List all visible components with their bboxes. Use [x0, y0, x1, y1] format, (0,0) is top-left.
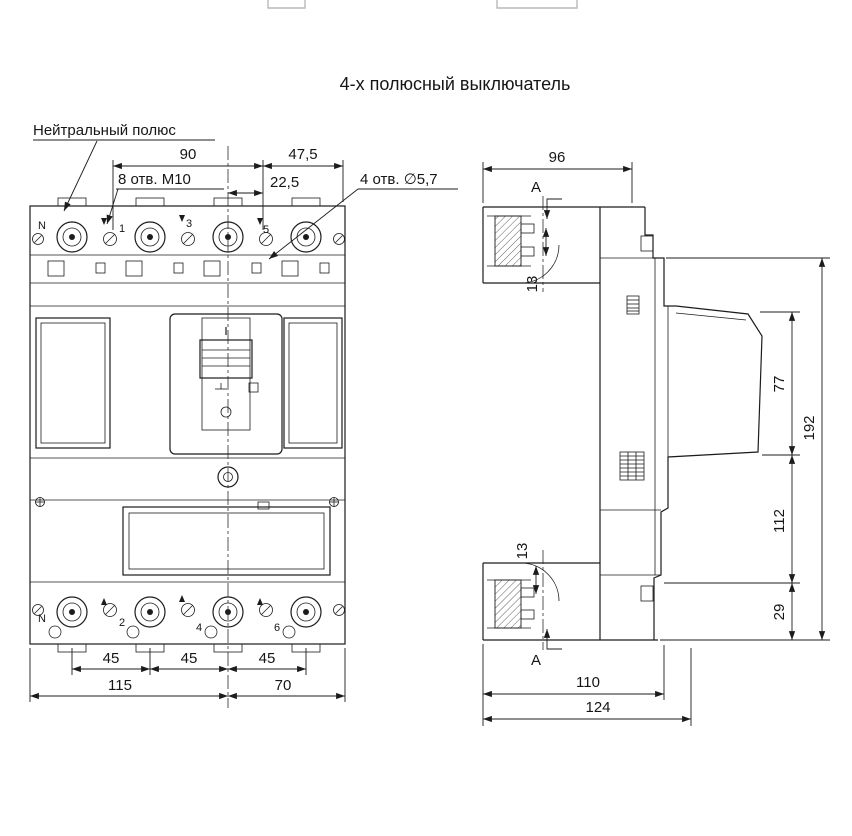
dim-115-label: 115	[108, 677, 132, 694]
terminals-bottom	[32, 595, 345, 639]
holes-m10-label: 8 отв. М10	[118, 171, 191, 188]
front-dimensions: 90 47,5 22,5 8 отв. М10 4 отв. ∅5,7 45 4…	[29, 146, 458, 702]
neutral-pole-label: Нейтральный полюс	[33, 122, 176, 139]
pole-label-2: 2	[119, 617, 125, 629]
dim-13-bottom-label: 13	[514, 543, 531, 560]
section-a-bottom-label: А	[531, 652, 541, 669]
side-dimensions: 96 А А 13 13 77 112 29 192 110 124	[482, 149, 830, 726]
front-right-window	[283, 317, 343, 449]
section-a-top-label: А	[531, 179, 541, 196]
dim-70-label: 70	[275, 677, 292, 694]
scan-border-fragments	[267, 0, 578, 9]
pole-label-3: 3	[186, 218, 192, 230]
holes-d57-label: 4 отв. ∅5,7	[360, 171, 438, 188]
drawing-title: 4-х полюсный выключатель	[340, 74, 571, 94]
dim-22-5-label: 22,5	[270, 174, 299, 191]
dim-29-label: 29	[771, 604, 788, 621]
dim-47-5-label: 47,5	[288, 146, 317, 163]
dim-112-label: 112	[771, 509, 788, 533]
terminals-top	[32, 215, 345, 253]
front-view: N 1 3 5 N 2 4 6	[29, 146, 346, 708]
dim-45-3-label: 45	[259, 650, 276, 667]
dim-45-2-label: 45	[181, 650, 198, 667]
pole-label-n-bottom: N	[38, 613, 46, 625]
dim-110-label: 110	[576, 674, 600, 691]
dim-192-label: 192	[801, 415, 818, 440]
terminal-lug-top	[487, 196, 560, 292]
terminal-lug-bottom	[487, 550, 560, 650]
dim-124-label: 124	[585, 699, 610, 716]
neutral-pole-callout: Нейтральный полюс	[33, 122, 215, 212]
front-left-window	[35, 317, 111, 449]
pole-label-4: 4	[196, 622, 202, 634]
dim-13-top-label: 13	[524, 276, 541, 293]
dim-96-label: 96	[549, 149, 566, 166]
dim-90-label: 90	[180, 146, 197, 163]
dim-45-1-label: 45	[103, 650, 120, 667]
side-view	[482, 196, 763, 650]
dim-77-label: 77	[771, 376, 788, 393]
pole-label-n-top: N	[38, 220, 46, 232]
operating-handle	[169, 313, 283, 455]
pole-label-6: 6	[274, 622, 280, 634]
pole-label-1: 1	[119, 223, 125, 235]
vent-grid-large	[619, 451, 645, 481]
label-window	[122, 501, 331, 576]
pole-label-5: 5	[263, 224, 269, 236]
vent-grid-small	[626, 295, 640, 315]
